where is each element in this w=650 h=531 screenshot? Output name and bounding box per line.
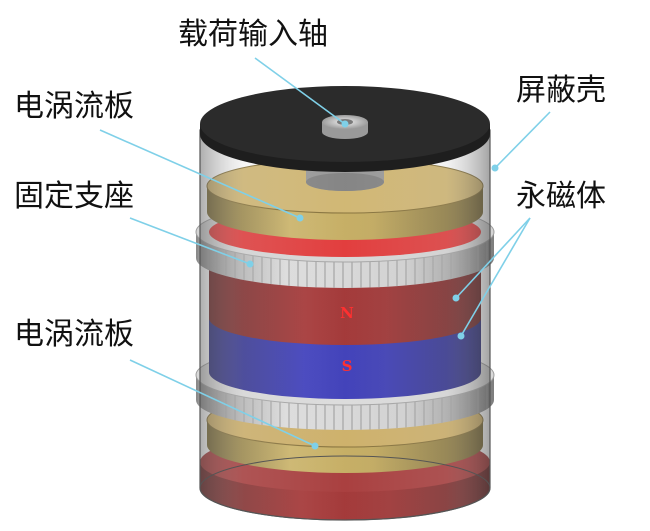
label-eddy-plate-bottom: 电涡流板 [14,317,134,352]
leader-magnet-north [455,217,531,299]
leader-magnet-south [460,217,531,337]
label-permanent-magnet: 永磁体 [516,179,606,214]
leader-input-shaft [254,57,346,125]
leader-dots [246,120,499,450]
leader-fixed-support [129,217,251,265]
pole-label-north: N [340,304,354,322]
leader-shield-shell [494,111,551,169]
label-fixed-support: 固定支座 [14,179,134,214]
leader-eddy-plate-bottom [129,359,316,447]
label-eddy-plate-top: 电涡流板 [14,89,134,124]
label-shield-shell: 屏蔽壳 [516,73,606,108]
leader-lines [99,57,551,447]
pole-label-south: S [342,357,353,375]
leader-eddy-plate-top [99,129,301,219]
label-input-shaft: 载荷输入轴 [178,17,328,52]
shield-shell [199,129,491,521]
